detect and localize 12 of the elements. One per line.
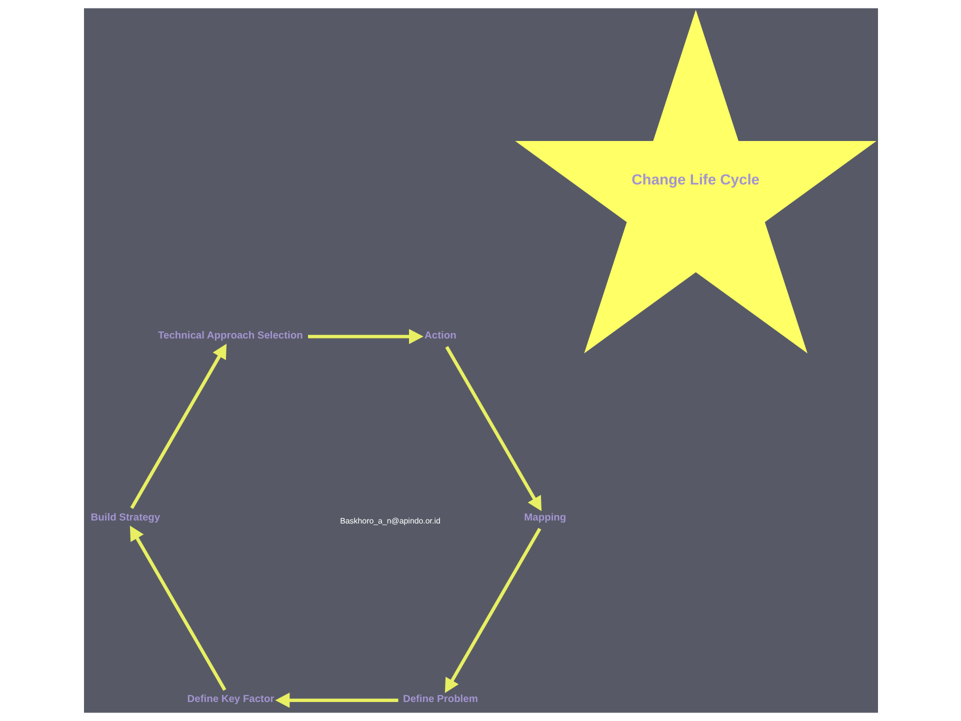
arrow	[130, 344, 226, 509]
arrow	[274, 692, 398, 708]
node-text: Mapping	[524, 512, 566, 524]
node-text: Define Problem	[402, 694, 478, 706]
node-text: Action	[424, 330, 456, 342]
arrow	[129, 526, 226, 691]
arrow	[444, 346, 542, 512]
arrow	[444, 528, 541, 694]
node-text: Define Key Factor	[186, 694, 274, 706]
arrow	[308, 328, 423, 344]
node-text: Technical Approach Selection	[158, 330, 302, 342]
node-text: Build Strategy	[90, 512, 160, 524]
